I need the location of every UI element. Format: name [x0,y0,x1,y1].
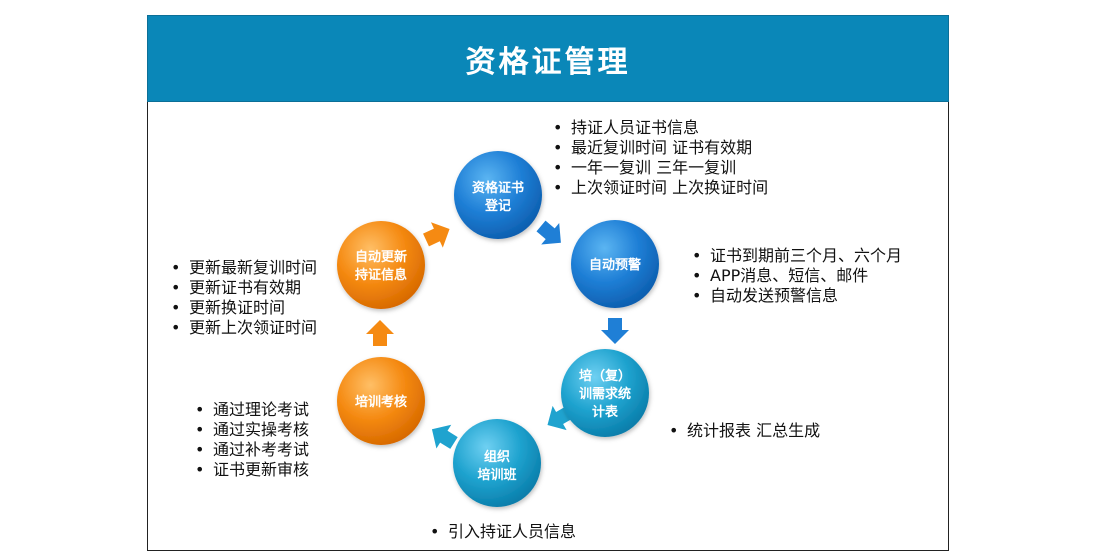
node-stats [561,349,649,437]
notes-update: 更新最新复训时间 更新证书有效期 更新换证时间 更新上次领证时间 [169,258,317,338]
node-warning [571,220,659,308]
note-item: 自动发送预警信息 [690,286,902,306]
arrow-exam-to-update [366,320,394,346]
note-item: APP消息、短信、邮件 [690,266,902,286]
node-register [454,151,542,239]
arrow-warning-to-stats [601,318,629,344]
arrow-class-to-exam [431,424,458,449]
note-item: 通过实操考核 [193,420,309,440]
note-item: 通过理论考试 [193,400,309,420]
node-warning-label: 自动预警 [589,257,641,273]
arrow-update-to-register [423,222,450,248]
node-stats-label-2: 训需求统 [579,386,631,402]
notes-warning: 证书到期前三个月、六个月 APP消息、短信、邮件 自动发送预警信息 [690,246,902,306]
notes-stats: 统计报表 汇总生成 [667,421,820,441]
note-item: 证书更新审核 [193,460,309,480]
node-class [453,419,541,507]
node-stats-label-1: 培（复） [579,368,631,384]
note-item: 持证人员证书信息 [551,118,768,138]
node-stats-label-3: 计表 [592,404,619,420]
node-update-label-2: 持证信息 [355,267,407,283]
node-register-label-1: 资格证书 [472,180,524,196]
note-item: 上次领证时间 上次换证时间 [551,178,768,198]
note-item: 引入持证人员信息 [428,522,576,542]
node-update [337,221,425,309]
note-item: 更新证书有效期 [169,278,317,298]
notes-class: 引入持证人员信息 [428,522,576,542]
note-item: 更新上次领证时间 [169,318,317,338]
title-banner: 资格证管理 [147,15,949,102]
note-item: 最近复训时间 证书有效期 [551,138,768,158]
note-item: 证书到期前三个月、六个月 [690,246,902,266]
page-title: 资格证管理 [465,44,631,80]
node-class-label-1: 组织 [484,449,510,465]
note-item: 统计报表 汇总生成 [667,421,820,441]
note-item: 更新最新复训时间 [169,258,317,278]
note-item: 通过补考考试 [193,440,309,460]
notes-exam: 通过理论考试 通过实操考核 通过补考考试 证书更新审核 [193,400,309,480]
node-update-label-1: 自动更新 [355,249,407,265]
node-register-label-2: 登记 [484,198,511,214]
node-exam-label: 培训考核 [355,394,407,410]
node-class-label-2: 培训班 [477,467,516,483]
arrow-register-to-warning [536,220,561,245]
notes-register: 持证人员证书信息 最近复训时间 证书有效期 一年一复训 三年一复训 上次领证时间… [551,118,768,198]
node-exam [337,357,425,445]
note-item: 一年一复训 三年一复训 [551,158,768,178]
note-item: 更新换证时间 [169,298,317,318]
